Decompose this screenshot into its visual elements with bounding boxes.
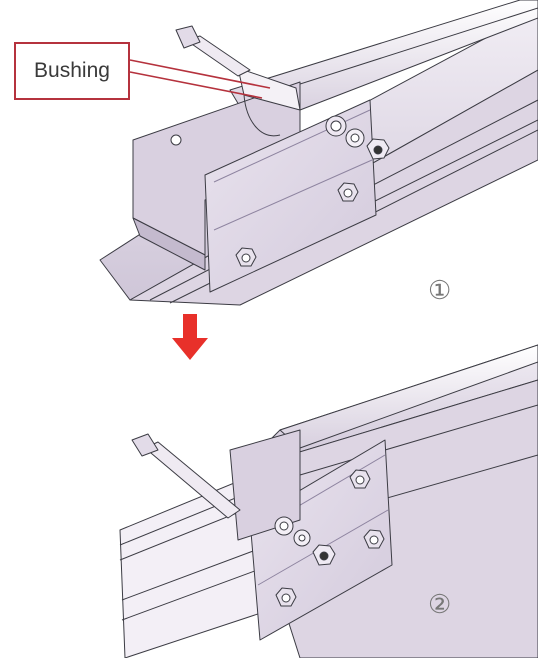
step-number-2: ② [428,590,452,620]
nut [235,247,257,267]
step1-assembly [99,0,538,306]
nut [325,115,347,137]
bushing [237,67,301,111]
washer [345,128,365,148]
nut [275,587,297,607]
washer [274,516,294,536]
step-number-1: ① [428,276,452,306]
nut [363,529,385,549]
bushing-callout-label: Bushing [14,42,130,100]
lock-nut [312,544,336,566]
nut [337,182,359,202]
long-bolt [131,433,241,519]
hole [170,134,182,146]
nut [349,469,371,489]
washer [293,529,311,547]
arrow-down-icon [172,314,208,360]
long-bolt [175,25,251,77]
callout-leader [129,59,271,99]
lock-nut [366,138,390,160]
channel-bottom [132,217,206,271]
step2-assembly [119,344,538,658]
